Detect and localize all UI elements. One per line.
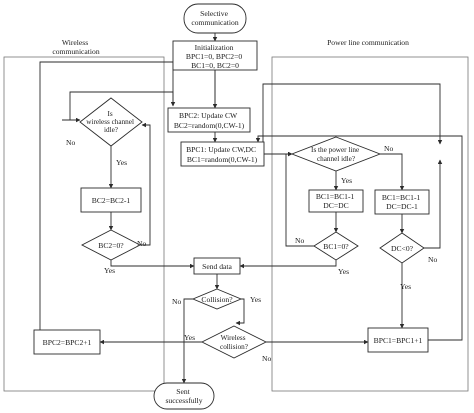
powerline-section-title: Power line communication [327, 38, 409, 47]
node-bc2-decrement: BC2=BC2-1 [80, 187, 142, 213]
edge-label-bc1-zero-no: No [295, 236, 304, 245]
node-bc1-dc-decrement: BC1=BC1-1 DC=DC-1 [374, 189, 430, 215]
svg-text:Initialization BPC1=0,: Initialization BPC1=0, BPC2=0 BC1=0, BC2… [186, 43, 244, 70]
node-bpc1-update: BPC1: Update CW,DC BC1=random(0,CW-1) [180, 141, 265, 167]
powerline-section-frame [271, 56, 469, 392]
edge-label-wl-idle-yes: Yes [116, 158, 127, 167]
node-dc-negative-decision: DC<0? [379, 232, 425, 264]
node-wireless-collision-decision: Wireless collision? [200, 325, 268, 359]
svg-text:BPC2: Update CW BC2=rand: BPC2: Update CW BC2=random(0,CW-1) [174, 111, 245, 130]
svg-text:BC2=0?: BC2=0? [98, 241, 124, 250]
svg-text:Is wireless channel: Is wireless channel idle? [86, 110, 136, 134]
node-initialization: Initialization BPC1=0, BPC2=0 BC1=0, BC2… [172, 40, 258, 71]
svg-text:BPC2=BPC2+1: BPC2=BPC2+1 [43, 338, 92, 347]
node-bpc2-update: BPC2: Update CW BC2=random(0,CW-1) [167, 107, 251, 133]
edge-label-pl-idle-no: No [384, 144, 393, 153]
svg-text:BC1=0?: BC1=0? [323, 242, 349, 251]
edge-label-dc-neg-yes: Yes [400, 282, 411, 291]
svg-text:Collision?: Collision? [201, 295, 233, 304]
edge-label-bc2-zero-yes: Yes [104, 266, 115, 275]
node-bpc2-increment: BPC2=BPC2+1 [33, 329, 101, 355]
node-bc1-decrement: BC1=BC1-1 DC=DC [308, 189, 364, 213]
wireless-section-frame [3, 56, 165, 392]
edge-label-pl-idle-yes: Yes [341, 176, 352, 185]
node-start: Selective communication [183, 3, 247, 34]
svg-text:BC2=BC2-1: BC2=BC2-1 [92, 196, 131, 205]
svg-text:Is the power line channe: Is the power line channel idle? [311, 146, 361, 163]
edge-label-bc2-zero-no: No [137, 239, 146, 248]
wireless-section-title: Wireless communication [52, 38, 99, 56]
svg-text:Selective communication: Selective communication [191, 9, 238, 27]
svg-text:DC<0?: DC<0? [391, 244, 414, 253]
edge-labels: No Yes No Yes No Yes No Yes No Yes No Ye… [66, 138, 437, 363]
svg-text:BC1=BC1-1 DC=DC: BC1=BC1-1 DC=DC [316, 192, 356, 210]
node-collision-decision: Collision? [191, 288, 243, 310]
node-end: Sent successfully [153, 382, 215, 410]
svg-text:Wireless collision?: Wireless collision? [220, 334, 248, 351]
node-bc2-zero-decision: BC2=0? [81, 229, 141, 261]
node-bpc1-increment: BPC1=BPC1+1 [367, 327, 429, 353]
node-bc1-zero-decision: BC1=0? [313, 231, 359, 261]
svg-text:Send data: Send data [202, 262, 232, 271]
svg-text:Sent successfully: Sent successfully [165, 387, 202, 405]
node-powerline-idle-decision: Is the power line channel idle? [290, 136, 382, 172]
edge-label-dc-neg-no: No [428, 255, 437, 264]
svg-text:BPC1=BPC1+1: BPC1=BPC1+1 [374, 336, 423, 345]
edge-label-collision-yes: Yes [250, 295, 261, 304]
edge-label-wl-idle-no: No [66, 138, 75, 147]
edge-label-collision-no: No [172, 297, 181, 306]
svg-text:BPC1: Update CW,DC BC1=r: BPC1: Update CW,DC BC1=random(0,CW-1) [186, 145, 258, 164]
edge-label-bc1-zero-yes: Yes [338, 267, 349, 276]
edge-label-wl-collision-yes: Yes [184, 333, 195, 342]
node-send-data: Send data [193, 257, 241, 275]
svg-text:BC1=BC1-1 DC=DC-1: BC1=BC1-1 DC=DC-1 [382, 193, 422, 211]
edge-label-wl-collision-no: No [262, 354, 271, 363]
node-wireless-idle-decision: Is wireless channel idle? [79, 97, 143, 147]
